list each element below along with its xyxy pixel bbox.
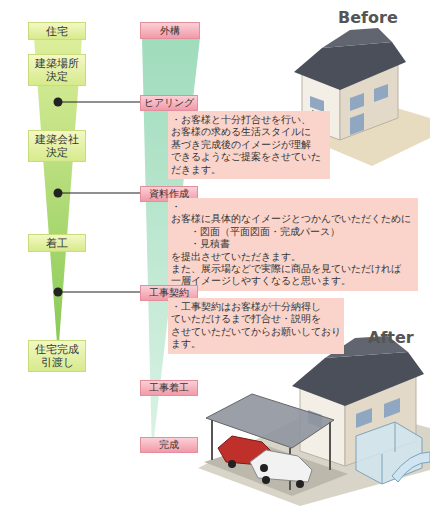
leader-line-part xyxy=(58,192,140,193)
house-after-part xyxy=(228,460,236,468)
description-text: ・お客様と十分打合せを行い、 お客様の求める生活スタイルに 基づき完成後のイメー… xyxy=(171,114,327,176)
house-after-part xyxy=(292,352,424,406)
house-after-part xyxy=(356,408,372,428)
house-before-part xyxy=(310,96,324,112)
house-after-part xyxy=(260,464,268,472)
phase-label: 工事着工 xyxy=(140,380,198,396)
house-after-part xyxy=(262,476,270,484)
leader-line-part xyxy=(58,101,140,102)
house-after-part xyxy=(206,394,334,448)
house-after xyxy=(198,336,430,506)
house-after-part xyxy=(356,422,422,484)
house-before-part xyxy=(322,28,392,48)
description-box: ・お客様に具体的なイメージとつかんでいただくために・図面（平面図面・完成パース）… xyxy=(168,198,418,291)
phase-label: ヒアリング xyxy=(140,95,198,111)
label-text: 完成 xyxy=(143,439,195,451)
house-before-part xyxy=(350,93,364,111)
leader-line-part xyxy=(54,288,63,297)
phase-label: 完成 xyxy=(140,437,198,453)
house-after-part xyxy=(395,422,396,452)
label-text: 建築会社 決定 xyxy=(31,133,83,159)
label-text: 工事着工 xyxy=(143,382,195,394)
house-before-part xyxy=(374,84,388,102)
house-after-part xyxy=(329,422,331,470)
description-text: ・お客様に具体的なイメージとつかんでいただくために xyxy=(171,201,415,226)
description-box: ・工事契約はお客様が十分納得し ていただけるまで打合せ・説明を させていただいて… xyxy=(168,298,344,354)
house-before-part xyxy=(294,42,406,90)
description-box: ・お客様と十分打合せを行い、 お客様の求める生活スタイルに 基づき完成後のイメー… xyxy=(168,111,330,179)
leader-line xyxy=(54,98,141,297)
stage-label: 住宅完成 引渡し xyxy=(28,340,86,372)
label-text: 建築場所 決定 xyxy=(31,57,83,83)
description-text: ・工事契約はお客様が十分納得し ていただけるまで打合せ・説明を させていただいて… xyxy=(171,301,341,351)
label-text: 着工 xyxy=(31,237,83,250)
description-text: を提出させていただきます。 xyxy=(171,251,415,263)
house-before-part xyxy=(350,113,364,135)
stage-label: 建築会社 決定 xyxy=(28,130,86,162)
image-label: Before xyxy=(338,8,398,27)
stage-label: 建築場所 決定 xyxy=(28,54,86,86)
leader-line-part xyxy=(54,189,63,198)
stage-label: 着工 xyxy=(28,234,86,252)
leader-line-part xyxy=(58,291,140,292)
phase-label: 外構 xyxy=(140,22,200,39)
label-text: ヒアリング xyxy=(143,97,195,109)
label-text: 住宅 xyxy=(31,25,83,38)
description-text: ・図面（平面図面・完成パース） xyxy=(171,226,415,238)
image-label: After xyxy=(368,328,414,347)
leader-line-part xyxy=(54,98,63,107)
house-after-part xyxy=(384,398,400,418)
description-text: ・見積書 xyxy=(171,238,415,250)
house-after-part xyxy=(211,420,213,460)
house-after-part xyxy=(296,480,304,488)
house-after-part xyxy=(382,454,383,484)
description-text: また、展示場などで実際に商品を見ていただければ 一層イメージしやすくなると思いま… xyxy=(171,263,415,288)
house-after-part xyxy=(392,452,430,482)
label-text: 外構 xyxy=(143,25,197,37)
label-text: 住宅完成 引渡し xyxy=(31,343,83,369)
house-after-part xyxy=(250,450,312,482)
stage-label: 住宅 xyxy=(28,22,86,40)
